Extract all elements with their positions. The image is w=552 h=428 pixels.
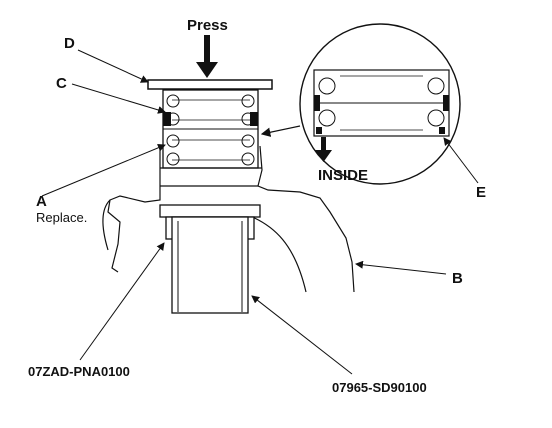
press-label: Press <box>187 17 228 34</box>
tool-right-part-number: 07965-SD90100 <box>332 380 427 395</box>
callout-e: E <box>476 184 486 201</box>
support-tool <box>159 204 261 314</box>
inset-detail <box>299 23 461 185</box>
leader-a <box>41 143 166 197</box>
leader-e <box>443 137 479 184</box>
callout-b: B <box>452 270 463 287</box>
leader-tool-right <box>251 295 353 375</box>
tool-left-part-number: 07ZAD-PNA0100 <box>28 364 130 379</box>
driver-plate <box>147 79 273 90</box>
wheel-bearing <box>162 89 259 169</box>
callout-a: A <box>36 193 47 210</box>
leader-b <box>355 260 447 275</box>
callout-d: D <box>64 35 75 52</box>
leader-tool-left <box>79 242 165 361</box>
inside-label: INSIDE <box>318 167 368 184</box>
press-arrow <box>196 35 218 78</box>
leader-d <box>77 49 149 83</box>
leader-c <box>71 83 166 114</box>
inside-arrow <box>315 137 332 162</box>
callout-a-note: Replace. <box>36 210 87 225</box>
inset-leader <box>260 125 301 137</box>
callout-c: C <box>56 75 67 92</box>
